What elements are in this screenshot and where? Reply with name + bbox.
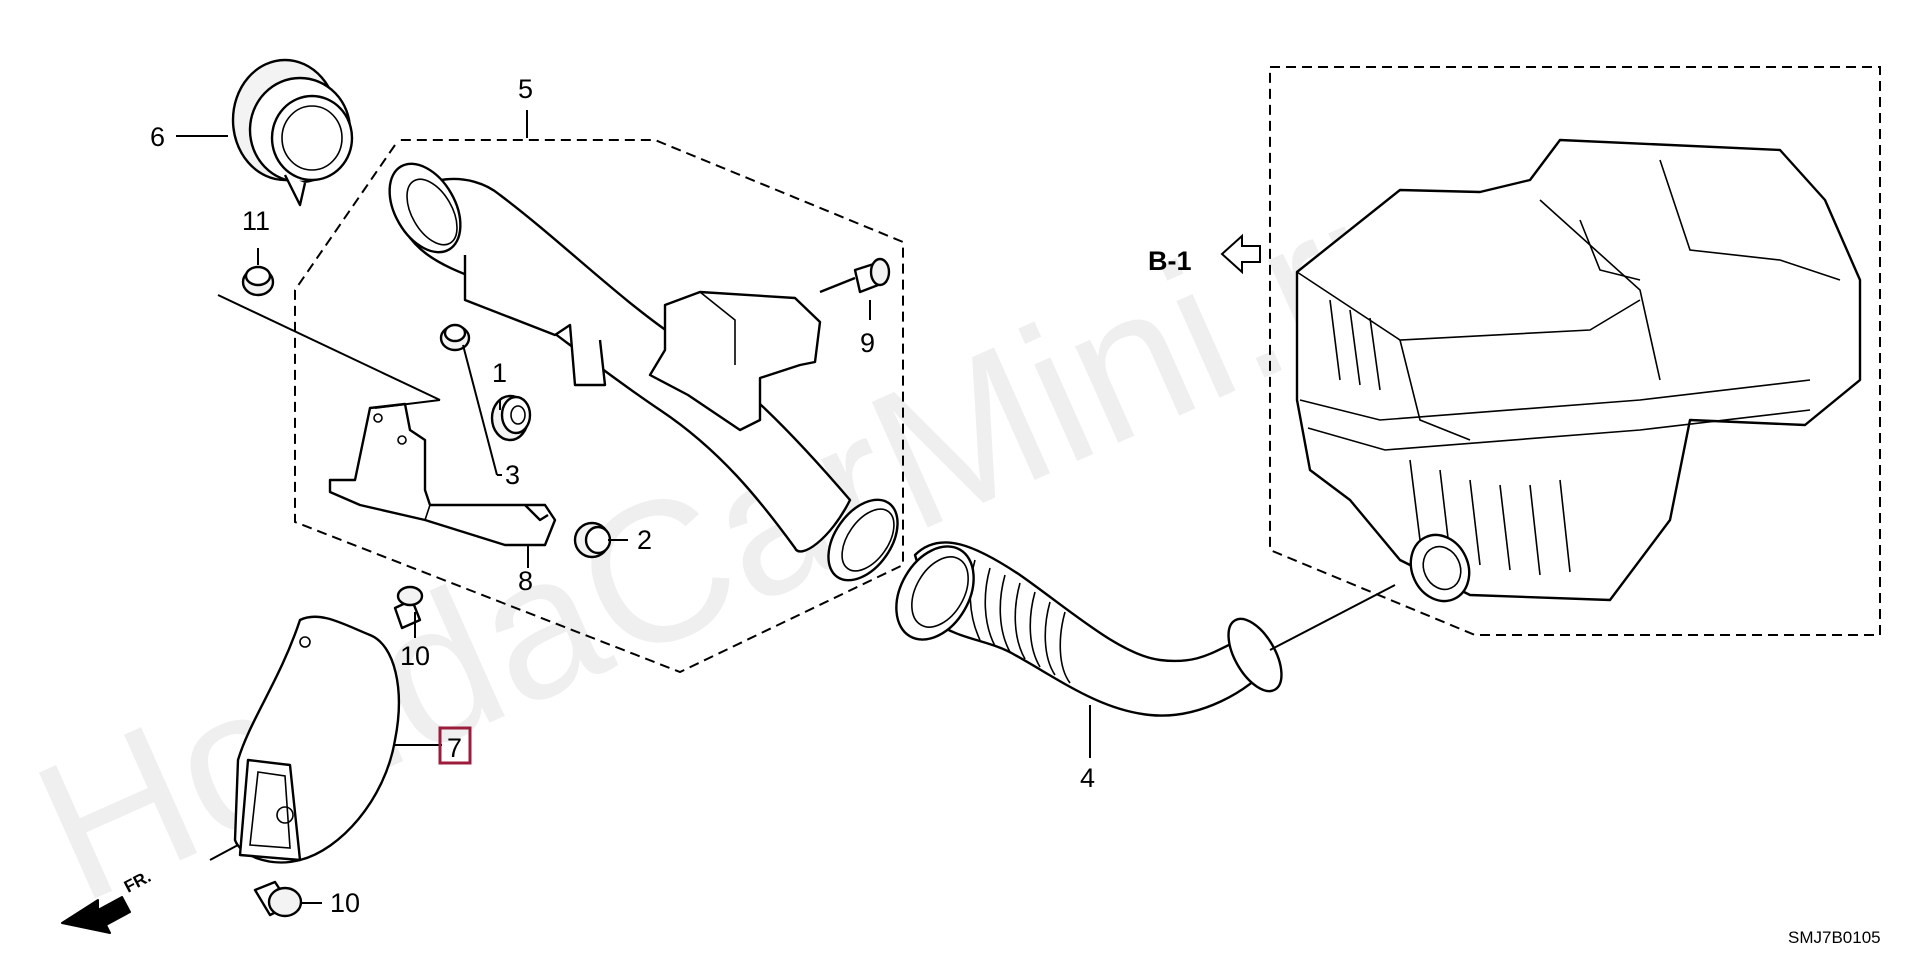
leader-lines [176, 110, 1396, 904]
callout-1: 1 [492, 358, 507, 388]
clip-lower-part[interactable] [253, 880, 303, 918]
group-outline-left [294, 139, 904, 674]
callout-10-lower: 10 [330, 888, 360, 918]
front-arrow-icon [61, 896, 131, 934]
callout-8: 8 [518, 566, 533, 596]
air-cleaner-box [1269, 66, 1881, 636]
callout-10-upper: 10 [400, 641, 430, 671]
nut-part[interactable] [241, 265, 275, 297]
callout-11: 11 [242, 206, 270, 236]
reference-arrow-icon [1220, 233, 1261, 275]
grommet-3-part[interactable] [439, 323, 471, 352]
callout-9: 9 [860, 328, 875, 358]
callout-2: 2 [637, 525, 652, 555]
callout-3: 3 [505, 460, 520, 490]
intake-duct-part[interactable] [375, 151, 912, 592]
bolt-part[interactable] [819, 257, 891, 294]
corrugated-hose-part[interactable] [881, 533, 1293, 717]
grommet-2-part[interactable] [573, 521, 612, 559]
callout-7: 7 [447, 733, 462, 763]
intake-adapter-part[interactable] [231, 58, 354, 207]
rubber-mount-1-part[interactable] [490, 394, 532, 442]
callout-7-box [438, 726, 472, 765]
air-cleaner-assembly[interactable] [1295, 138, 1862, 611]
clip-upper-part[interactable] [393, 585, 424, 630]
callout-6: 6 [150, 122, 165, 152]
reference-label: B-1 [1148, 246, 1192, 276]
watermark: HondaCarMini.ru [7, 126, 1479, 945]
callout-4: 4 [1080, 763, 1095, 793]
air-cleaner-ribs [1329, 299, 1571, 576]
bracket-part[interactable] [328, 402, 557, 547]
diagram-code: SMJ7B0105 [1788, 928, 1881, 947]
air-guide-part[interactable] [233, 615, 401, 864]
callout-5: 5 [518, 74, 533, 104]
